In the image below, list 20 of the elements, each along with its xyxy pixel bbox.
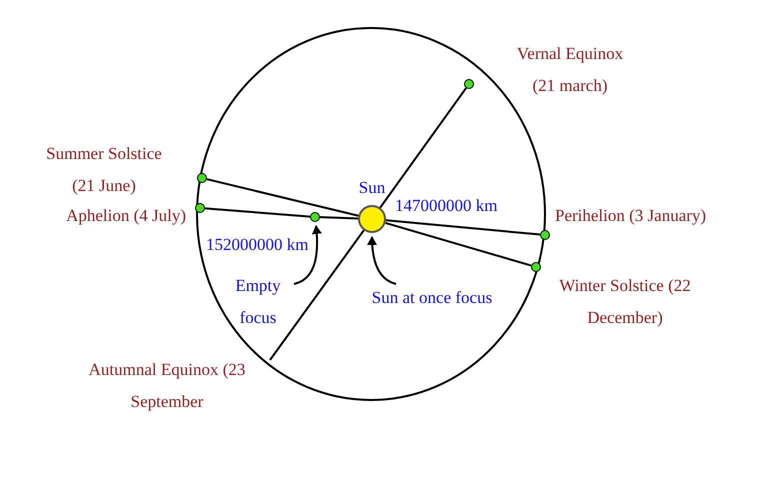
date-label: Winter Solstice (22 December) (558, 275, 692, 329)
orbit-line (379, 87, 467, 208)
orbit-line (204, 207, 310, 218)
orbit-line (320, 216, 358, 220)
distance-label: 147000000 km (395, 195, 498, 217)
distance-label: 152000000 km (206, 234, 310, 256)
focus-label: Sun at once focus (370, 287, 494, 309)
sun-label: Sun (358, 177, 386, 199)
date-label: Vernal Equinox (21 march) (516, 43, 624, 97)
orbit-line (386, 219, 540, 236)
curved-arrow (294, 224, 322, 285)
date-label: Aphelion (4 July) (65, 205, 186, 227)
date-label: Summer Solstice (21 June) (45, 143, 163, 197)
orbit-line (269, 230, 365, 361)
orbit-line (206, 178, 359, 217)
curved-arrow (367, 236, 396, 285)
orbit-line (385, 222, 532, 267)
focus-label: Empty focus (234, 275, 282, 329)
equinox-label: Autumnal Equinox (23 September (88, 359, 246, 413)
date-label: Perihelion (3 January) (555, 205, 708, 227)
